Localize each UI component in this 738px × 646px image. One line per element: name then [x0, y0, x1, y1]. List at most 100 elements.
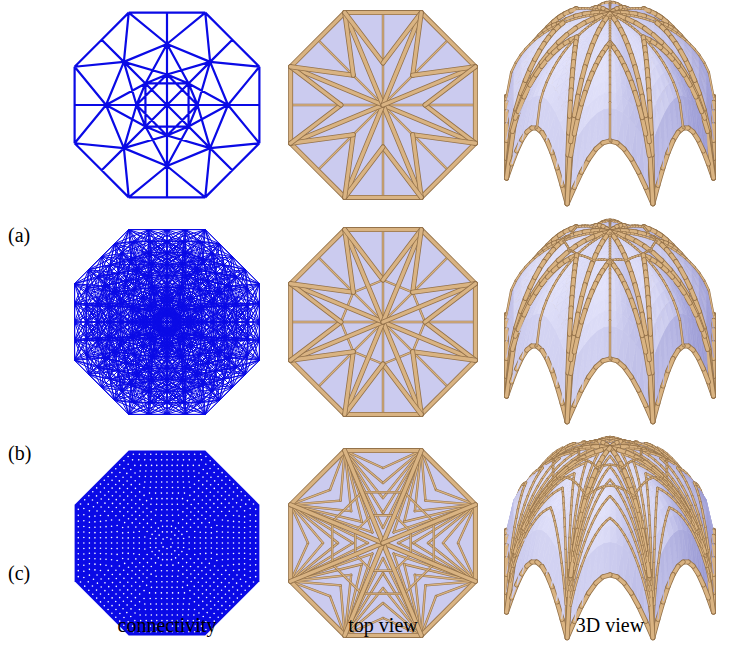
- graph-hole: [202, 484, 204, 486]
- graph-hole: [194, 491, 196, 493]
- graph-hole: [177, 476, 179, 478]
- graph-hole: [166, 498, 168, 500]
- graph-hole: [87, 581, 89, 583]
- graph-hole: [126, 480, 128, 482]
- graph-hole: [161, 470, 163, 472]
- graph-hole: [108, 578, 110, 580]
- graph-hole: [182, 609, 184, 611]
- graph-hole: [238, 553, 240, 555]
- graph-hole: [116, 548, 118, 550]
- graph-hole: [193, 562, 195, 564]
- graph-hole: [237, 597, 239, 599]
- graph-hole: [210, 476, 212, 478]
- graph-hole: [123, 569, 125, 571]
- graph-hole: [227, 553, 229, 555]
- graph-hole: [138, 459, 140, 461]
- graph-hole: [183, 603, 185, 605]
- graph-hole: [216, 548, 218, 550]
- graph-hole: [96, 597, 98, 599]
- graph-hole: [150, 454, 152, 456]
- graph-hole: [166, 603, 168, 605]
- graph-hole: [238, 542, 240, 544]
- graph-hole: [221, 503, 223, 505]
- graph-hole: [227, 564, 229, 566]
- graph-hole: [205, 503, 207, 505]
- graph-hole: [171, 575, 173, 577]
- graph-hole: [83, 514, 85, 516]
- graph-hole: [236, 510, 238, 512]
- graph-hole: [209, 522, 211, 524]
- graph-hole: [150, 542, 152, 544]
- graph-hole: [147, 562, 149, 564]
- graph-hole: [238, 558, 240, 560]
- graph-hole: [174, 534, 176, 536]
- graph-hole: [227, 542, 229, 544]
- graph-hole: [115, 593, 117, 595]
- graph-hole: [210, 484, 212, 486]
- graph-hole: [149, 592, 151, 594]
- graph-hole: [182, 558, 184, 560]
- graph-hole: [186, 569, 188, 571]
- graph-hole: [150, 519, 152, 521]
- top-view-panel: [291, 230, 476, 415]
- graph-hole: [194, 459, 196, 461]
- graph-hole: [183, 542, 185, 544]
- graph-hole: [115, 468, 117, 470]
- graph-hole: [78, 520, 80, 522]
- graph-hole: [253, 581, 255, 583]
- graph-hole: [142, 573, 144, 575]
- graph-hole: [225, 578, 227, 580]
- graph-hole: [190, 504, 192, 506]
- graph-hole: [210, 515, 212, 517]
- graph-hole: [123, 593, 125, 595]
- graph-hole: [144, 536, 146, 538]
- graph-hole: [92, 491, 94, 493]
- graph-hole: [172, 459, 174, 461]
- graph-hole: [105, 531, 107, 533]
- graph-hole: [183, 459, 185, 461]
- graph-hole: [127, 526, 129, 528]
- graph-hole: [229, 574, 231, 576]
- graph-hole: [80, 581, 82, 583]
- graph-hole: [255, 526, 257, 528]
- graph-hole: [194, 476, 196, 478]
- graph-hole: [130, 601, 132, 603]
- graph-hole: [78, 564, 80, 566]
- graph-hole: [160, 564, 162, 566]
- graph-hole: [211, 532, 213, 534]
- graph-hole: [177, 575, 179, 577]
- graph-hole: [217, 616, 219, 618]
- graph-hole: [156, 581, 158, 583]
- graph-hole: [182, 465, 184, 467]
- graph-hole: [240, 491, 242, 493]
- graph-hole: [119, 597, 121, 599]
- graph-hole: [161, 570, 163, 572]
- graph-hole: [198, 465, 200, 467]
- graph-hole: [88, 589, 90, 591]
- graph-hole: [105, 553, 107, 555]
- graph-hole: [139, 491, 141, 493]
- graph-hole: [244, 537, 246, 539]
- graph-hole: [92, 499, 94, 501]
- graph-hole: [186, 562, 188, 564]
- graph-hole: [193, 499, 195, 501]
- graph-hole: [189, 487, 191, 489]
- graph-hole: [100, 532, 102, 534]
- graph-hole: [161, 514, 163, 516]
- graph-hole: [111, 553, 113, 555]
- graph-hole: [131, 507, 133, 509]
- graph-hole: [233, 593, 235, 595]
- graph-hole: [233, 483, 235, 485]
- graph-hole: [217, 491, 219, 493]
- graph-hole: [144, 481, 146, 483]
- graph-hole: [227, 526, 229, 528]
- graph-hole: [221, 511, 223, 513]
- graph-hole: [216, 537, 218, 539]
- graph-hole: [171, 587, 173, 589]
- graph-hole: [227, 520, 229, 522]
- graph-hole: [241, 499, 243, 501]
- graph-hole: [143, 487, 145, 489]
- graph-hole: [217, 468, 219, 470]
- graph-hole: [139, 499, 141, 501]
- graph-hole: [249, 526, 251, 528]
